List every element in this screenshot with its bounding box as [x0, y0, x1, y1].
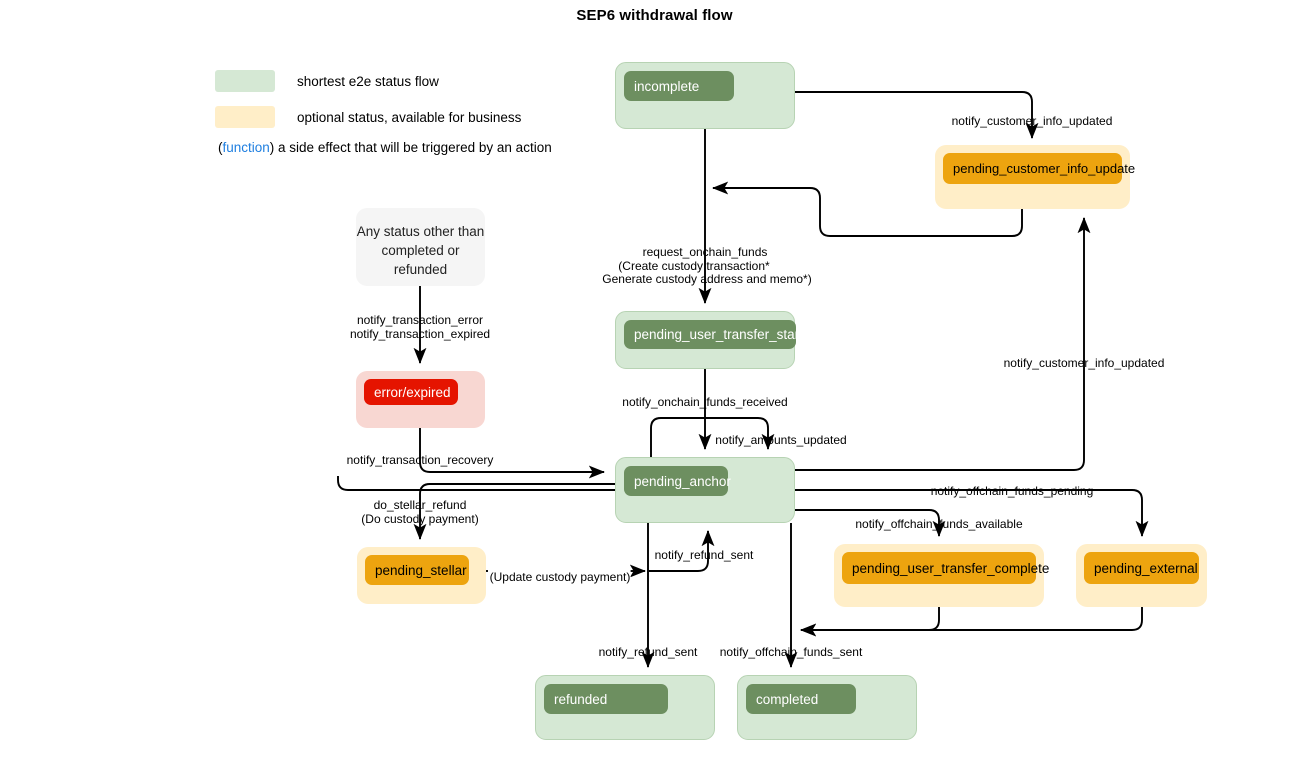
edge-label-notify-customer-info-updated-right: notify_customer_info_updated	[1003, 356, 1165, 370]
edge-label-notify-onchain-funds-received: notify_onchain_funds_received	[622, 395, 788, 409]
node-pending-user-transfer-complete-label: pending_user_transfer_complete	[842, 552, 1049, 584]
node-completed-label: completed	[746, 684, 856, 714]
node-pending-stellar[interactable]: pending_stellar	[357, 547, 486, 604]
edge-label-notify-amounts-updated: notify_amounts_updated	[715, 433, 847, 447]
edge-label-do-custody-payment: (Do custody payment)	[361, 512, 479, 526]
node-pending-anchor[interactable]: pending_anchor	[615, 457, 795, 523]
node-incomplete-label: incomplete	[624, 71, 734, 101]
node-pending-customer-info-update[interactable]: pending_customer_info_update	[935, 145, 1135, 209]
node-pending-stellar-label: pending_stellar	[365, 555, 469, 585]
legend-label-optional: optional status, available for business	[297, 109, 522, 125]
node-refunded[interactable]: refunded	[535, 675, 715, 740]
node-pending-user-transfer-complete[interactable]: pending_user_transfer_complete	[834, 544, 1049, 607]
node-pending-customer-info-update-label: pending_customer_info_update	[943, 153, 1135, 184]
legend-optional-status: optional status, available for business	[215, 104, 552, 130]
edge-label-notify-customer-info-updated-top: notify_customer_info_updated	[951, 114, 1113, 128]
edge-label-notify-refund-sent-bottom: notify_refund_sent	[598, 645, 698, 659]
edge-label-do-stellar-refund: do_stellar_refund	[373, 498, 467, 512]
edge-label-notify-offchain-funds-sent: notify_offchain_funds_sent	[719, 645, 863, 659]
edge-label-notify-offchain-funds-pending: notify_offchain_funds_pending	[930, 484, 1094, 498]
node-error-expired-label: error/expired	[364, 379, 458, 405]
legend-swatch-green	[215, 70, 275, 92]
edge-label-generate-custody-address: Generate custody address and memo*)	[602, 272, 812, 286]
edge-label-notify-transaction-error: notify_transaction_error	[356, 313, 484, 327]
node-completed[interactable]: completed	[737, 675, 917, 740]
edge-label-notify-refund-sent-mid: notify_refund_sent	[654, 548, 754, 562]
edge-label-notify-offchain-funds-available: notify_offchain_funds_available	[855, 517, 1023, 531]
edge-label-notify-transaction-recovery: notify_transaction_recovery	[346, 453, 494, 467]
node-pending-external-label: pending_external	[1084, 552, 1199, 584]
node-pending-anchor-label: pending_anchor	[624, 466, 731, 496]
legend-function-word: function	[222, 140, 270, 155]
legend-swatch-cream	[215, 106, 275, 128]
node-error-expired[interactable]: error/expired	[356, 371, 485, 428]
node-refunded-label: refunded	[544, 684, 668, 714]
node-pending-user-transfer-start[interactable]: pending_user_transfer_start	[615, 311, 803, 369]
page-title: SEP6 withdrawal flow	[576, 7, 733, 24]
edge-label-request-onchain-funds: request_onchain_funds	[642, 245, 768, 259]
node-pending-user-transfer-start-label: pending_user_transfer_start	[624, 320, 803, 349]
node-pending-external[interactable]: pending_external	[1076, 544, 1207, 607]
edge-label-notify-transaction-expired: notify_transaction_expired	[349, 327, 491, 341]
node-any-status-other-label: Any status other than completed or refun…	[356, 224, 485, 277]
legend-label-shortest: shortest e2e status flow	[297, 73, 439, 89]
edge-label-update-custody-payment: (Update custody payment)	[489, 570, 631, 585]
legend-note-tail: ) a side effect that will be triggered b…	[269, 140, 552, 155]
node-any-status-other[interactable]: Any status other than completed or refun…	[356, 208, 485, 286]
legend-function-note: (function) a side effect that will be tr…	[218, 140, 552, 155]
legend: shortest e2e status flow optional status…	[215, 68, 552, 155]
node-incomplete[interactable]: incomplete	[615, 62, 795, 129]
edge-label-create-custody-transaction: (Create custody transaction*	[618, 259, 770, 273]
legend-paren-open: (	[218, 140, 223, 155]
legend-shortest-flow: shortest e2e status flow	[215, 68, 552, 94]
